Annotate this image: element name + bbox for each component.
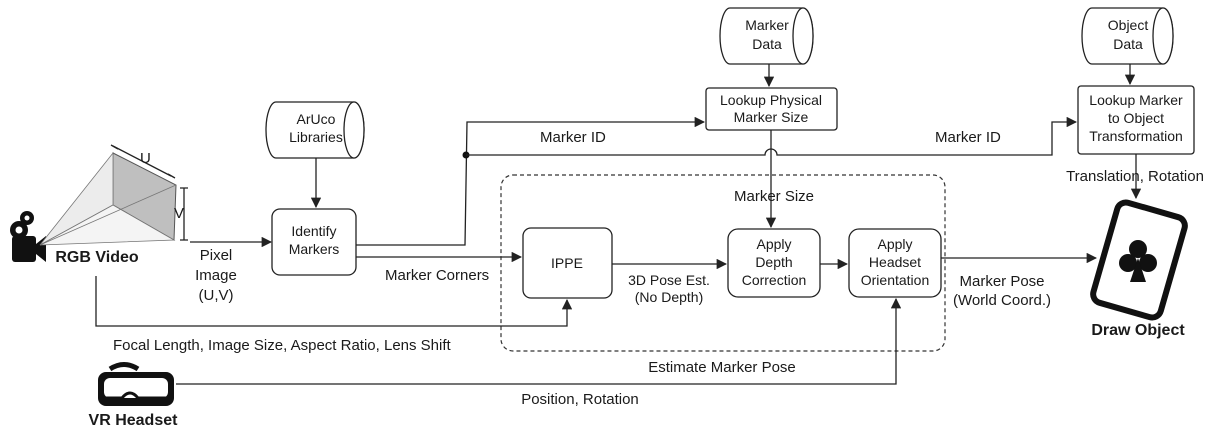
lookup-size-line-2: Marker Size xyxy=(734,109,809,125)
aruco-libraries-store xyxy=(265,101,365,159)
vr-headset-icon xyxy=(98,362,174,406)
frustum-u-label: U xyxy=(140,150,151,167)
depth-correction-box xyxy=(727,228,821,298)
ippe-box xyxy=(522,227,613,299)
arrow-marker-id-to-lookup-size xyxy=(356,116,706,246)
camera-frustum xyxy=(39,144,188,246)
video-camera-icon xyxy=(10,211,46,262)
headset-line-2: Headset xyxy=(869,254,921,270)
draw-object-label: Draw Object xyxy=(1091,322,1185,339)
ippe-label: IPPE xyxy=(551,255,583,271)
edge-pixel-2: Image xyxy=(195,267,237,284)
edge-marker-pose-2: (World Coord.) xyxy=(953,292,1051,309)
headset-line-1: Apply xyxy=(877,236,912,252)
edge-pose-est-1: 3D Pose Est. xyxy=(628,272,710,288)
lookup-size-line-1: Lookup Physical xyxy=(720,92,822,108)
aruco-line-2: Libraries xyxy=(289,129,343,145)
aruco-line-1: ArUco xyxy=(297,111,336,127)
edge-camera-params: Focal Length, Image Size, Aspect Ratio, … xyxy=(113,337,452,354)
depth-line-3: Correction xyxy=(742,272,807,288)
marker-data-store xyxy=(719,7,814,65)
object-data-line-1: Object xyxy=(1108,17,1149,33)
marker-data-line-2: Data xyxy=(752,36,782,52)
object-data-line-2: Data xyxy=(1113,36,1143,52)
edge-position-rotation: Position, Rotation xyxy=(521,391,639,408)
depth-line-2: Depth xyxy=(755,254,792,270)
arrow-headset-pose-to-orientation xyxy=(176,297,902,385)
edge-pose-est-2: (No Depth) xyxy=(635,289,703,305)
edge-marker-corners: Marker Corners xyxy=(385,267,489,284)
arrow-camera-params-to-ippe xyxy=(95,276,573,327)
depth-line-1: Apply xyxy=(756,236,791,252)
edge-marker-id-2: Marker ID xyxy=(935,129,1001,146)
marker-data-line-1: Marker xyxy=(745,17,789,33)
edge-pixel-1: Pixel xyxy=(200,247,233,264)
lookup-transform-line-3: Transformation xyxy=(1089,128,1183,144)
edge-translation-rotation: Translation, Rotation xyxy=(1066,168,1204,185)
identify-line-1: Identify xyxy=(291,223,336,239)
edge-pixel-3: (U,V) xyxy=(199,287,234,304)
lookup-transform-line-1: Lookup Marker xyxy=(1089,92,1183,108)
frustum-v-label: V xyxy=(174,205,184,222)
identify-line-2: Markers xyxy=(289,241,340,257)
vr-headset-label: VR Headset xyxy=(89,412,179,429)
object-data-store xyxy=(1081,7,1174,65)
edge-marker-pose-1: Marker Pose xyxy=(959,273,1044,290)
headset-line-3: Orientation xyxy=(861,272,929,288)
edge-marker-size: Marker Size xyxy=(734,188,814,205)
arrow-marker-id-to-lookup-transform xyxy=(466,116,1078,156)
edge-marker-id-1: Marker ID xyxy=(540,129,606,146)
draw-object-icon xyxy=(1090,199,1188,321)
rgb-video-label: RGB Video xyxy=(55,249,139,266)
lookup-transform-line-2: to Object xyxy=(1108,110,1164,126)
group-label: Estimate Marker Pose xyxy=(648,359,796,376)
headset-orientation-box xyxy=(848,228,942,298)
estimate-marker-pose-group xyxy=(500,174,946,352)
